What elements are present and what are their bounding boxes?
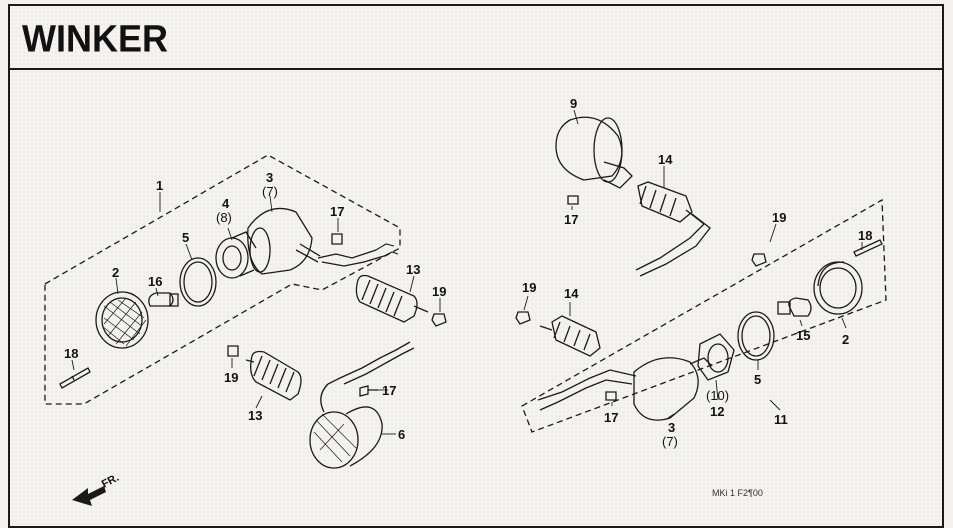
callout-19-center: 19 — [522, 280, 536, 295]
gasket-right — [737, 311, 775, 361]
callout-6: 6 — [398, 427, 405, 442]
callout-19-lower: 19 — [224, 370, 238, 385]
callout-12: 12 — [710, 404, 724, 419]
callout-13-upper: 13 — [406, 262, 420, 277]
nut-17-top — [331, 233, 343, 245]
mount-rubber-14-upper — [635, 181, 711, 277]
parts-diagram: 1 2 3 (7) 4 (8) 5 16 17 13 19 18 19 13 1… — [44, 96, 887, 506]
callout-2-left: 2 — [112, 265, 119, 280]
nut-19-lower — [227, 345, 239, 357]
bulb-right — [777, 297, 812, 317]
callout-18-right: 18 — [858, 228, 872, 243]
mount-rubber-13-lower — [245, 350, 302, 401]
callout-17-upper-right: 17 — [564, 212, 578, 227]
screw-17-top — [567, 195, 579, 205]
front-arrow-icon — [72, 486, 106, 506]
gasket-left — [179, 257, 217, 307]
callout-9: 9 — [570, 96, 577, 111]
bolt-17-mid — [359, 385, 378, 397]
lens-left — [95, 291, 149, 349]
nut-19-right — [751, 253, 767, 267]
callout-13-lower: 13 — [248, 408, 262, 423]
callout-17-top: 17 — [330, 204, 344, 219]
callout-11: 11 — [774, 412, 788, 427]
callout-10: (10) — [706, 388, 729, 403]
mount-rubber-14-lower — [539, 315, 601, 357]
housing-right — [537, 357, 713, 421]
socket-left — [215, 231, 257, 279]
left-assembly-boundary — [44, 154, 401, 405]
callout-1: 1 — [156, 178, 163, 193]
winker-assembly-9 — [555, 116, 633, 189]
screw-18-right — [853, 239, 883, 257]
front-direction-label: FR. — [100, 472, 121, 491]
diagram-frame: WINKER — [8, 4, 944, 528]
screw-left — [59, 367, 91, 389]
callout-3-right: 3 — [668, 420, 675, 435]
callout-5-right: 5 — [754, 372, 761, 387]
nut-19-upper — [431, 313, 447, 327]
right-assembly-boundary — [521, 198, 887, 433]
housing-left — [247, 207, 385, 275]
callout-7-left: (7) — [262, 184, 278, 199]
callout-3-left: 3 — [266, 170, 273, 185]
callout-4: 4 — [222, 196, 230, 211]
callout-19-right: 19 — [772, 210, 786, 225]
diagram-code: MKi 1 F2¶00 — [712, 488, 763, 498]
callout-15: 15 — [796, 328, 810, 343]
callout-14-upper: 14 — [658, 152, 673, 167]
socket-right — [697, 333, 735, 381]
callout-5-left: 5 — [182, 230, 189, 245]
winker-assembly-6 — [309, 341, 415, 469]
lens-right — [813, 261, 863, 315]
callout-16: 16 — [148, 274, 162, 289]
screw-17-bottom — [605, 391, 617, 401]
callout-7-right: (7) — [662, 434, 678, 449]
callout-18-left: 18 — [64, 346, 78, 361]
callout-17-bottom: 17 — [604, 410, 618, 425]
callout-8: (8) — [216, 210, 232, 225]
callout-2-right: 2 — [842, 332, 849, 347]
callout-19-upper: 19 — [432, 284, 446, 299]
callout-17-mid: 17 — [382, 383, 396, 398]
title-bar: WINKER — [10, 6, 942, 70]
nut-19-center — [515, 311, 531, 325]
bulb-left — [148, 292, 179, 307]
mount-rubber-13-upper — [355, 274, 429, 323]
page-title: WINKER — [22, 16, 168, 60]
callout-14-lower: 14 — [564, 286, 579, 301]
